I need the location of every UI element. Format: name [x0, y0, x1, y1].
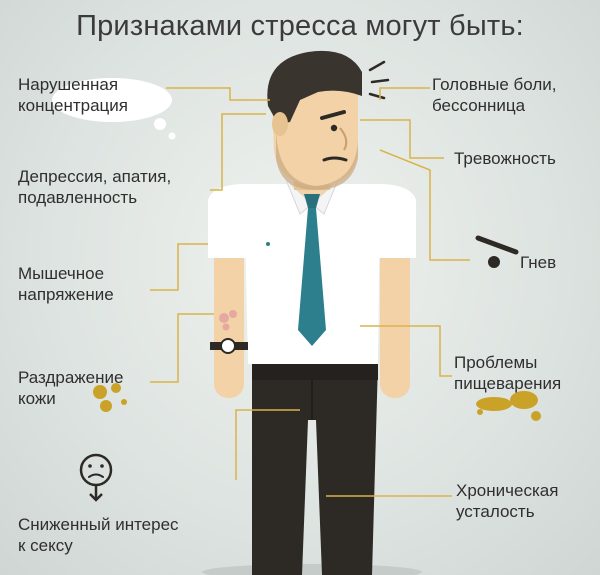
- digestion-stains: [476, 391, 541, 421]
- thought-bubble-icon: [52, 78, 176, 140]
- skin-stains: [93, 383, 127, 412]
- page-title: Признаками стресса могут быть:: [76, 10, 524, 42]
- leader-lines: [150, 87, 470, 497]
- label-anger: Гнев: [520, 253, 557, 272]
- skin-irritation-spots: [219, 310, 237, 331]
- anger-mark-icon: [475, 235, 519, 268]
- label-muscle-tension: Мышечное напряжение: [18, 264, 114, 304]
- label-skin-irritation: Раздражение кожи: [18, 368, 124, 408]
- tie: [298, 194, 326, 346]
- stress-lines-icon: [368, 60, 390, 100]
- label-reduced-libido: Сниженный интерес к сексу: [18, 515, 179, 555]
- label-digestion: Проблемы пищеварения: [454, 353, 562, 393]
- head: [267, 50, 362, 190]
- label-headache-insomnia: Головные боли, бессонница: [432, 75, 557, 115]
- label-chronic-fatigue: Хроническая усталость: [456, 481, 559, 521]
- sad-face-icon: [79, 453, 113, 502]
- floor-shadow: [202, 564, 422, 575]
- label-concentration: Нарушенная концентрация: [18, 75, 128, 115]
- pants: [252, 362, 378, 575]
- wristwatch-icon: [210, 338, 248, 354]
- label-anxiety: Тревожность: [454, 149, 556, 168]
- right-arm: [372, 184, 416, 398]
- label-depression: Депрессия, апатия, подавленность: [18, 167, 172, 207]
